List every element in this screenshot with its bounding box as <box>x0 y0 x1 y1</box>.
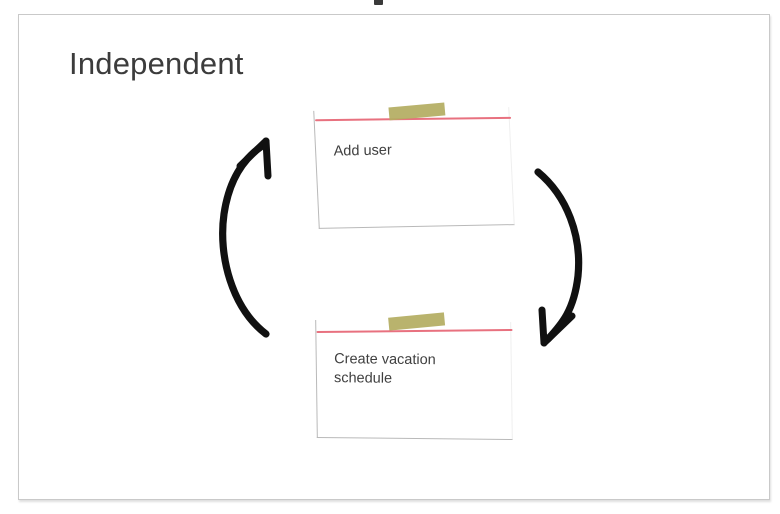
card-label-create-vacation-schedule: Create vacation schedule <box>333 351 436 387</box>
card-label-add-user: Add user <box>333 142 392 160</box>
card-add-user[interactable]: Add user <box>313 102 515 229</box>
card-create-vacation-schedule[interactable]: Create vacation schedule <box>315 312 513 441</box>
card-surface <box>313 107 515 229</box>
page-title: Independent <box>69 46 244 81</box>
cursor-mark-artifact <box>374 0 383 5</box>
slide-frame: Independent Add user Create vacation sch… <box>18 14 770 500</box>
